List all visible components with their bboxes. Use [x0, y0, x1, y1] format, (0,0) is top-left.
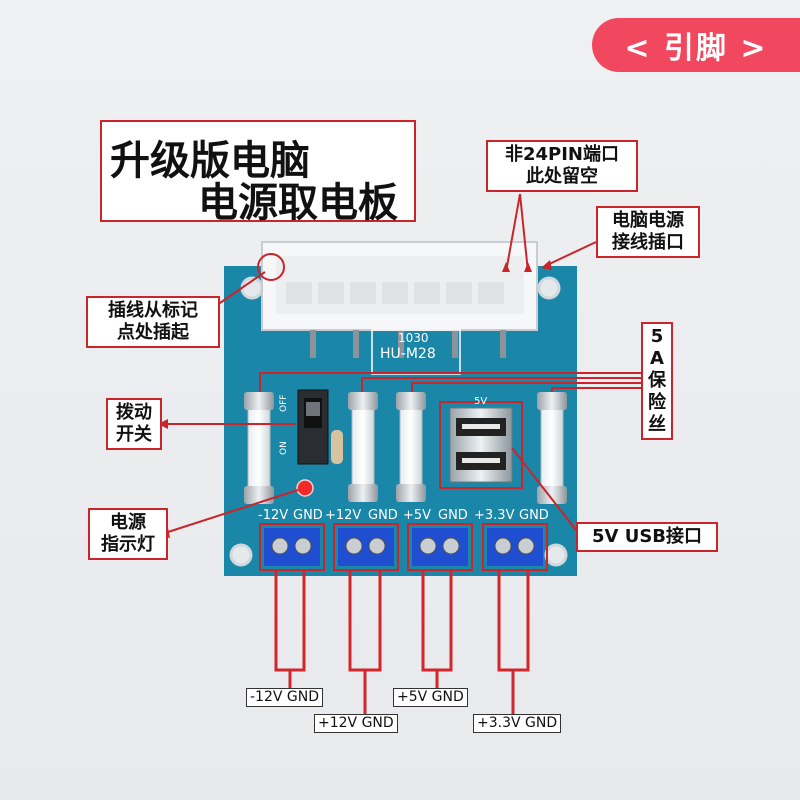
output-wires — [274, 570, 530, 714]
terminal-block-2 — [333, 523, 399, 571]
callout-usb-port: 5V USB接口 — [576, 522, 718, 552]
callout-insert-start-line-1: 插线从标记 — [108, 300, 198, 321]
callout-power-led: 电源 指示灯 — [88, 508, 168, 560]
mount-hole-tr — [537, 276, 561, 300]
fuse-1 — [244, 392, 274, 504]
callout-insert-start-line-2: 点处插起 — [117, 322, 189, 343]
callout-power-led-line-2: 指示灯 — [101, 534, 155, 555]
callout-psu-socket-line-1: 电脑电源 — [612, 210, 684, 231]
callout-fuse: 5 A 保 险 丝 — [641, 322, 673, 440]
toggle-switch: OFF ON — [279, 389, 329, 465]
fuse-2 — [348, 392, 378, 502]
power-led — [296, 479, 314, 497]
fuse-3 — [396, 392, 426, 502]
terminal-block-4 — [482, 523, 548, 571]
callout-psu-socket: 电脑电源 接线插口 — [596, 206, 700, 258]
rail-label-6: GND — [438, 508, 468, 523]
connector-model: HU-M28 — [380, 346, 436, 362]
callout-no-24pin-line-1: 非24PIN端口 — [504, 144, 619, 165]
title-line-2: 电源取电板 — [198, 180, 398, 226]
callout-psu-socket-line-2: 接线插口 — [612, 232, 684, 253]
callout-power-led-line-1: 电源 — [110, 512, 146, 533]
title-box: 升级版电脑 电源取电板 — [100, 120, 416, 226]
leader-lines — [167, 193, 641, 533]
terminal-block-1 — [259, 523, 325, 571]
usb-port: 5V — [439, 396, 523, 489]
rail-label-8: GND — [519, 508, 549, 523]
output-label-neg12v: -12V GND — [246, 688, 323, 707]
callout-fuse-char-4: 险 — [648, 392, 666, 413]
connector-code: 1030 — [398, 331, 429, 345]
callout-fuse-char-1: 5 — [650, 326, 664, 347]
output-label-pos5v: +5V GND — [393, 688, 468, 707]
callout-toggle-switch-line-2: 开关 — [116, 424, 152, 445]
rail-label-7: +3.3V — [474, 508, 515, 523]
callout-no-24pin-line-2: 此处留空 — [526, 166, 598, 187]
title-line-1: 升级版电脑 — [110, 138, 310, 184]
mount-hole-br — [544, 543, 568, 567]
callout-fuse-char-2: A — [650, 348, 664, 369]
usb-silk-label: 5V — [474, 396, 487, 407]
callout-toggle-switch: 拨动 开关 — [106, 398, 162, 450]
rail-label-5: +5V — [403, 508, 431, 523]
output-label-pos3v3: +3.3V GND — [473, 714, 562, 733]
switch-on-label: ON — [279, 441, 289, 455]
mount-hole-bl — [229, 543, 253, 567]
output-label-pos12v: +12V GND — [314, 714, 398, 733]
rail-label-1: -12V — [258, 508, 288, 523]
callout-no-24pin: 非24PIN端口 此处留空 — [486, 140, 638, 192]
switch-off-label: OFF — [279, 395, 289, 412]
pin-tag: < 引脚 > — [592, 18, 800, 72]
callout-fuse-char-3: 保 — [648, 370, 666, 391]
rail-label-3: +12V — [325, 508, 361, 523]
terminal-block-3 — [407, 523, 473, 571]
rail-label-2: GND — [293, 508, 323, 523]
callout-toggle-switch-line-1: 拨动 — [116, 402, 152, 423]
resistor — [331, 430, 343, 464]
callout-insert-start: 插线从标记 点处插起 — [86, 296, 220, 348]
callout-fuse-char-5: 丝 — [648, 414, 666, 435]
rail-label-4: GND — [368, 508, 398, 523]
